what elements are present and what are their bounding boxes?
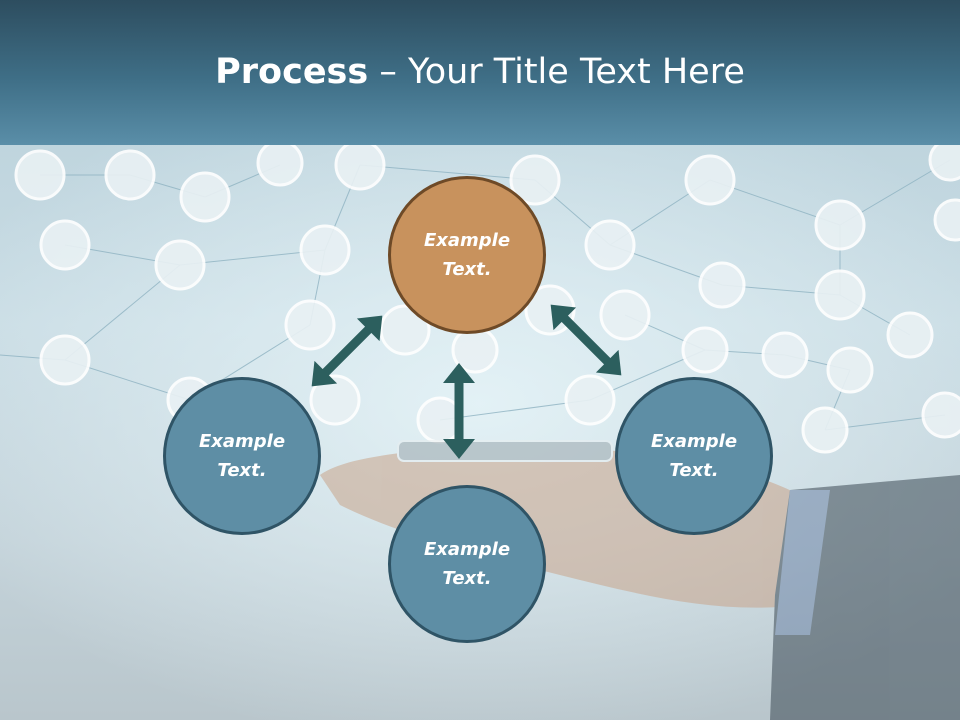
process-node-bottom[interactable]: Example Text. — [388, 485, 546, 643]
arrow-vertical — [443, 363, 475, 459]
node-label: Example Text. — [423, 230, 511, 280]
process-node-top[interactable]: Example Text. — [388, 176, 546, 334]
node-label: Example Text. — [650, 431, 738, 481]
process-node-left[interactable]: Example Text. — [163, 377, 321, 535]
slide-title-bold: Process — [215, 52, 369, 92]
node-label: Example Text. — [423, 539, 511, 589]
slide-title-rest: – Your Title Text Here — [368, 52, 745, 92]
arrow-top-right — [550, 304, 622, 376]
node-label: Example Text. — [198, 431, 286, 481]
arrow-top-left — [311, 315, 383, 387]
process-node-right[interactable]: Example Text. — [615, 377, 773, 535]
slide-title: Process – Your Title Text Here — [0, 52, 960, 92]
network-avatars — [14, 145, 960, 454]
title-bar: Process – Your Title Text Here — [0, 0, 960, 145]
